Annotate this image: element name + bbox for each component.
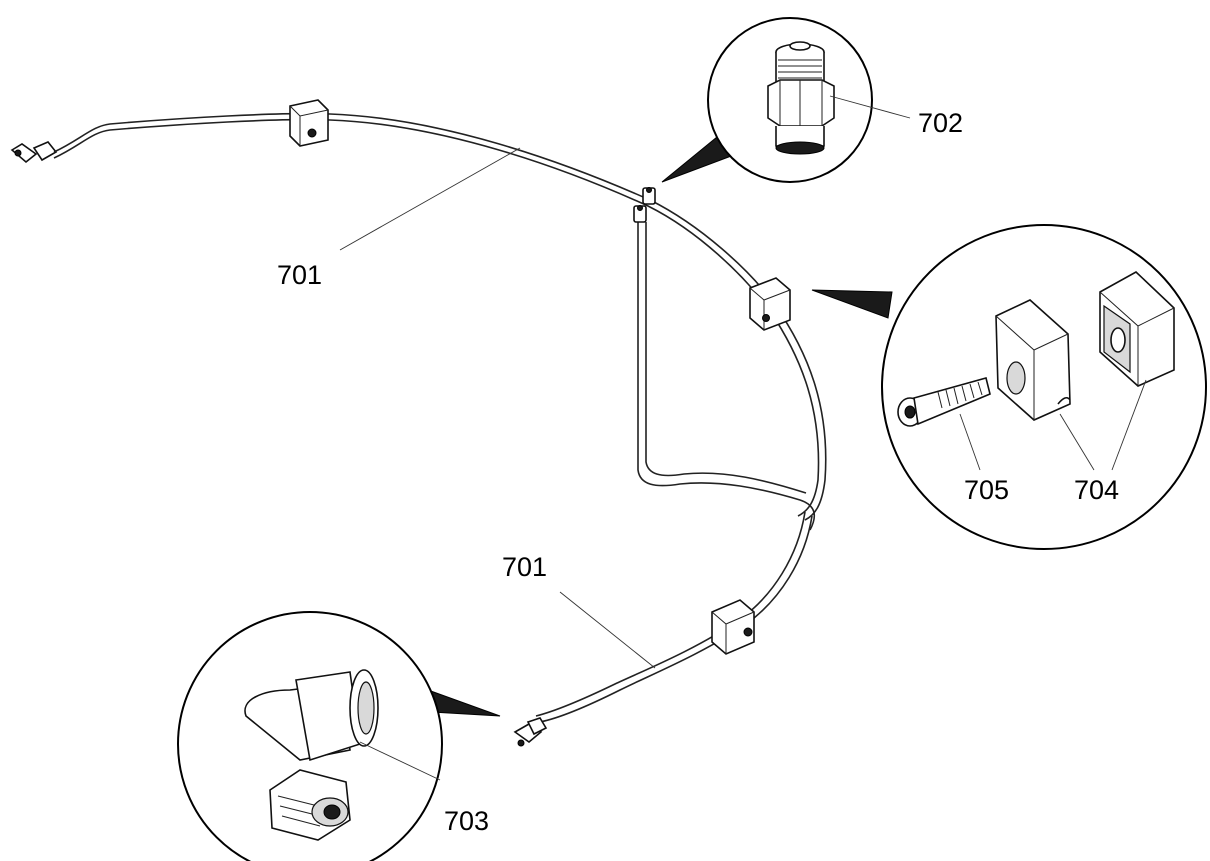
leader-702 [829, 95, 911, 119]
label-701-upper: 701 [277, 260, 322, 290]
branch-tube-a [637, 222, 816, 531]
branch-tube-b [645, 222, 807, 494]
leader-704-a [1059, 413, 1095, 471]
bottom-elbow-fitting [513, 717, 548, 747]
leader-703 [359, 741, 441, 781]
label-703: 703 [444, 806, 489, 836]
clamp-block-middle [749, 277, 791, 331]
leader-705 [959, 413, 981, 471]
cap-screw [897, 377, 991, 427]
tubing-assembly [10, 99, 827, 747]
leader-704-b [1111, 379, 1147, 471]
leader-701-lower [559, 591, 656, 669]
clamp-block-top [289, 99, 329, 147]
label-704: 704 [1074, 475, 1119, 505]
label-705: 705 [964, 475, 1009, 505]
detail-704-705 [811, 224, 1207, 550]
tube-upper-outer [53, 112, 827, 521]
tube-lower-inner [535, 511, 806, 717]
leader-701-upper [339, 147, 521, 251]
detail-702 [661, 17, 911, 183]
left-elbow-fitting [10, 141, 58, 164]
elbow-fitting [244, 669, 379, 841]
pointer-704 [811, 289, 893, 319]
tube-upper-inner [53, 118, 820, 517]
clamp-half-left [995, 299, 1071, 421]
tube-lower-outer [539, 515, 813, 723]
tee-fittings [633, 187, 656, 223]
straight-fitting [767, 41, 835, 155]
clamp-half-right [1099, 271, 1175, 387]
clamp-block-lower [711, 599, 755, 655]
label-701-lower: 701 [502, 552, 547, 582]
label-702: 702 [918, 108, 963, 138]
detail-703 [177, 611, 501, 861]
